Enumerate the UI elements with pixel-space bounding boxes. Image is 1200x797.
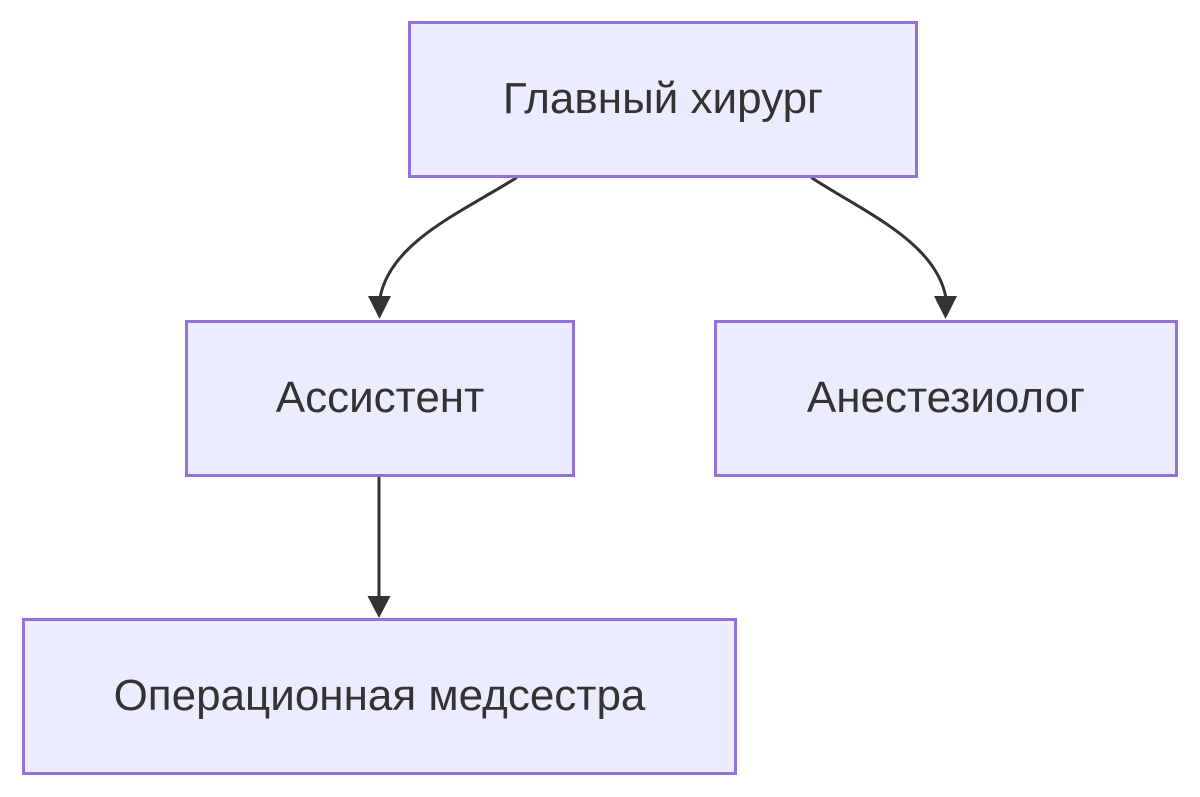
node-label: Анестезиолог: [806, 373, 1086, 423]
edge-assistant-to-nurse-arrowhead-icon: [367, 596, 391, 618]
node-operating-nurse: Операционная медсестра: [22, 618, 737, 775]
node-label: Операционная медсестра: [113, 671, 646, 721]
node-label: Главный хирург: [502, 74, 824, 124]
edge-chief-to-anesthesiologist: [810, 176, 948, 300]
node-anesthesiologist: Анестезиолог: [714, 320, 1178, 477]
node-chief-surgeon: Главный хирург: [408, 21, 918, 178]
edge-chief-to-assistant-arrowhead-icon: [368, 296, 391, 319]
edge-chief-to-anesthesiologist-arrowhead-icon: [934, 296, 957, 319]
node-assistant: Ассистент: [185, 320, 575, 477]
edge-chief-to-assistant: [378, 176, 518, 300]
node-label: Ассистент: [275, 373, 485, 423]
